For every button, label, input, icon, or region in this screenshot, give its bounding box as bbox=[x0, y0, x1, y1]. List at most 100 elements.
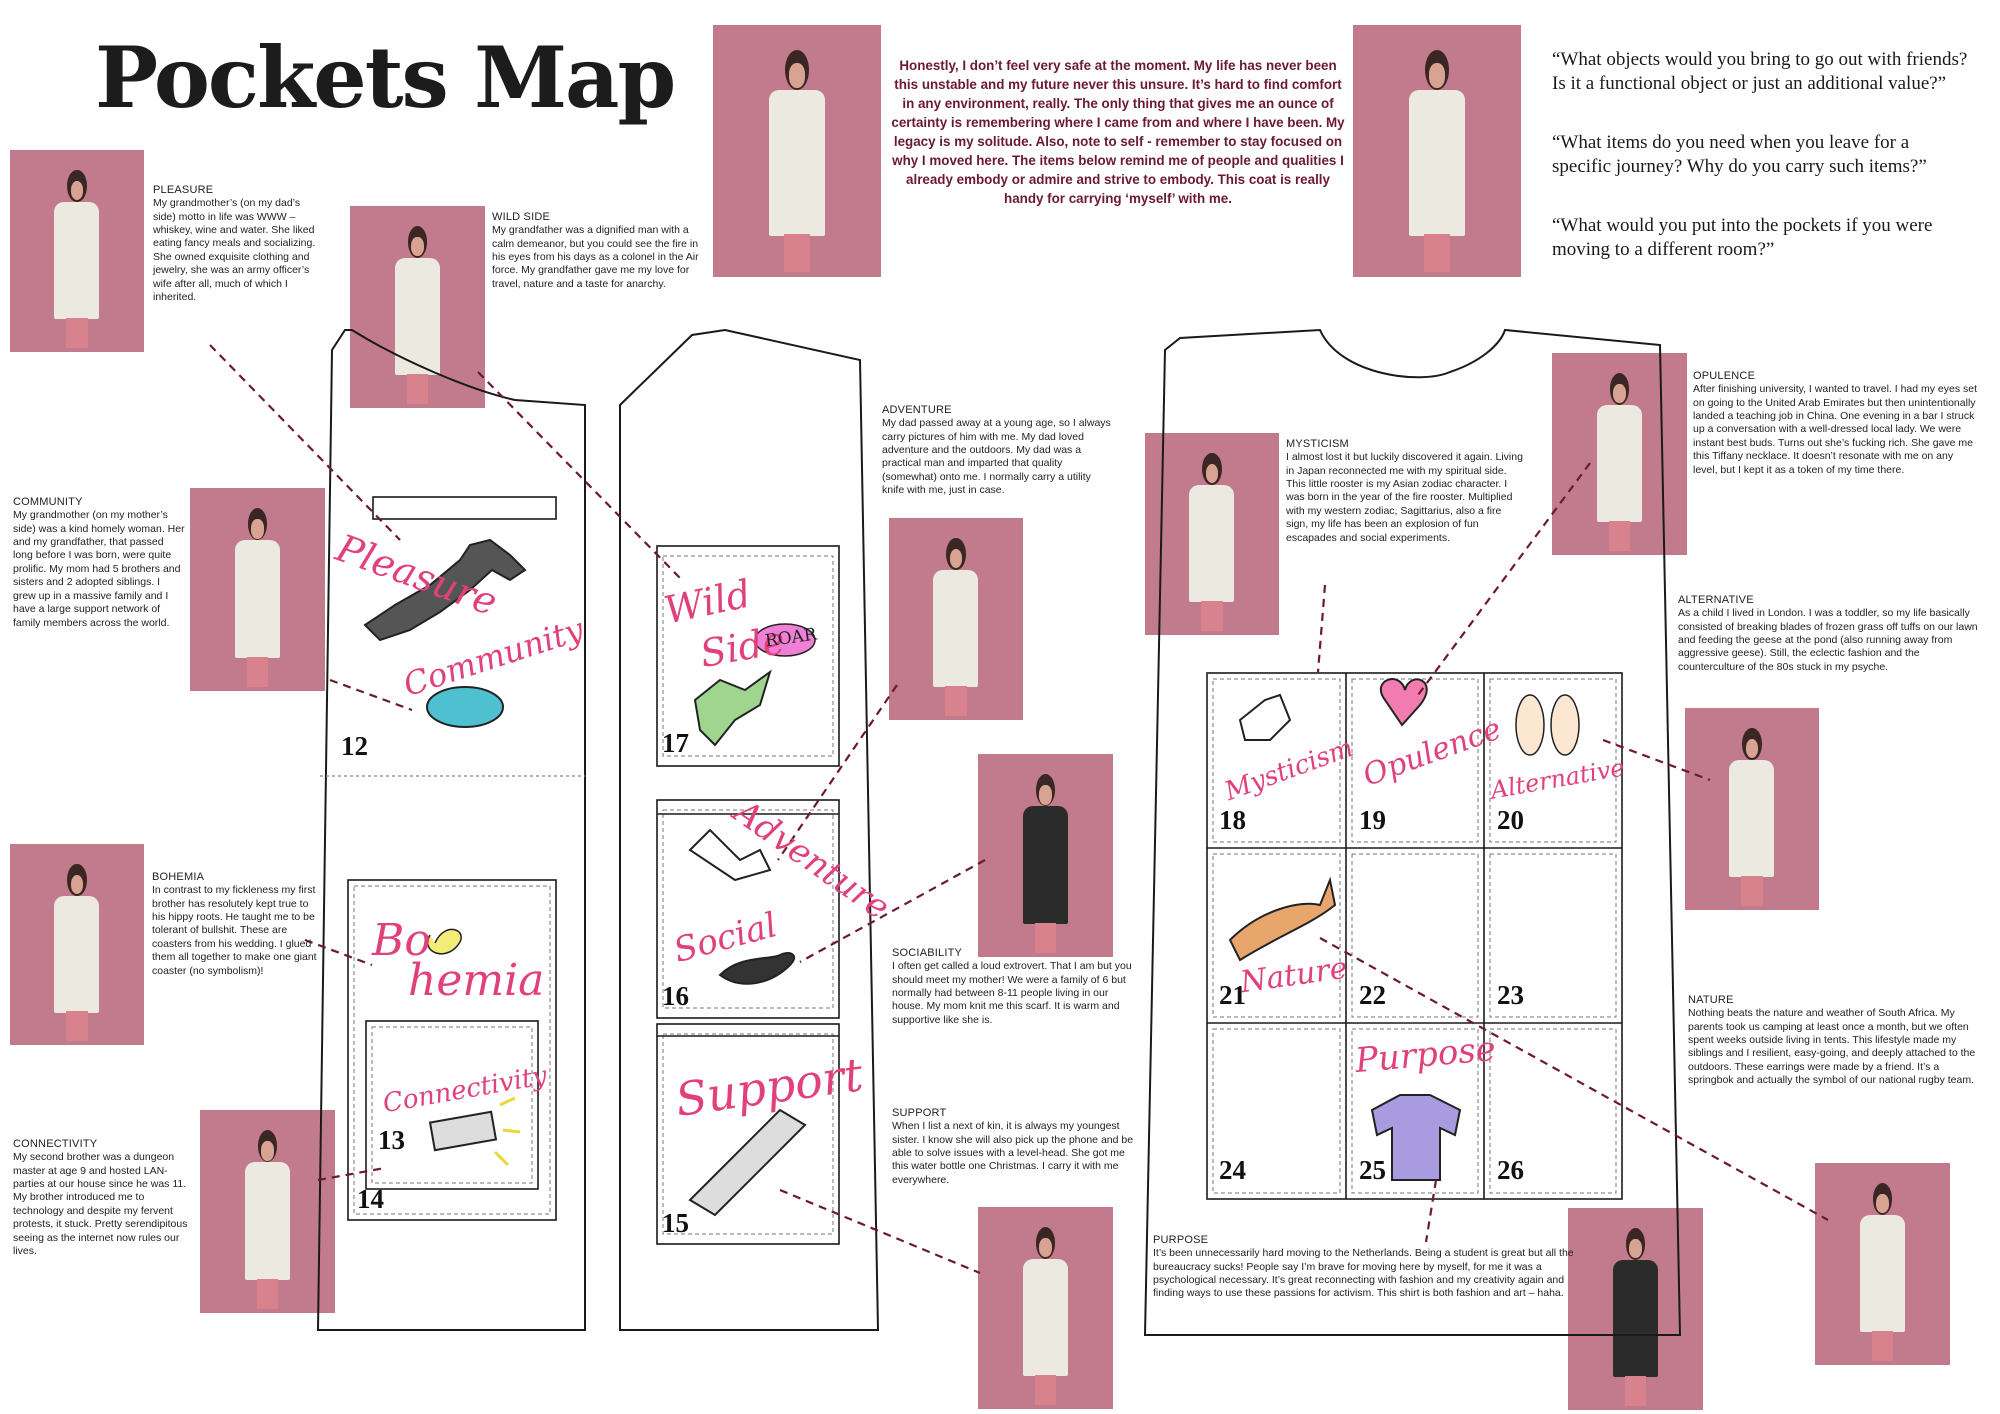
cable-drawing bbox=[428, 1110, 498, 1152]
entry-alternative: ALTERNATIVE As a child I lived in London… bbox=[1678, 593, 1978, 674]
portrait-photo-intro bbox=[713, 25, 881, 277]
pocket-number-17: 17 bbox=[662, 728, 689, 758]
photo-sociability bbox=[978, 754, 1113, 957]
pocket-13 bbox=[365, 1020, 539, 1190]
pocket-number-13: 13 bbox=[378, 1125, 405, 1155]
coat-back-outline bbox=[1143, 328, 1682, 1336]
portrait-photo-back bbox=[1353, 25, 1521, 277]
pocket-number-19: 19 bbox=[1359, 805, 1386, 835]
entry-heading: OPULENCE bbox=[1693, 370, 1756, 382]
entry-heading: ALTERNATIVE bbox=[1678, 594, 1754, 606]
pocket-number-20: 20 bbox=[1497, 805, 1524, 835]
pocket-grid bbox=[1206, 672, 1623, 1200]
pocket-number-15: 15 bbox=[662, 1208, 689, 1238]
pocket-number-14: 14 bbox=[357, 1184, 384, 1214]
pocket-16 bbox=[656, 799, 840, 1019]
photo-purpose bbox=[1568, 1208, 1703, 1410]
entry-text: My grandmother’s (on my dad’s side) mott… bbox=[153, 197, 316, 304]
photo-mysticism bbox=[1145, 433, 1279, 635]
entry-support: SUPPORT When I list a next of kin, it is… bbox=[892, 1106, 1138, 1187]
entry-text: It’s been unnecessarily hard moving to t… bbox=[1153, 1247, 1574, 1300]
entry-heading: NATURE bbox=[1688, 994, 1734, 1006]
photo-pleasure bbox=[10, 150, 144, 352]
entry-heading: SOCIABILITY bbox=[892, 947, 963, 959]
coat-front-right-outline bbox=[619, 328, 880, 1331]
coat-front-left-outline bbox=[316, 329, 586, 1331]
entry-heading: PURPOSE bbox=[1153, 1234, 1209, 1246]
pocket-flap-top bbox=[372, 496, 557, 520]
entry-sociability: SOCIABILITY I often get called a loud ex… bbox=[892, 946, 1137, 1027]
entry-heading: WILD SIDE bbox=[492, 211, 551, 223]
question-3: “What would you put into the pockets if … bbox=[1552, 215, 1933, 260]
entry-opulence: OPULENCE After finishing university, I w… bbox=[1693, 369, 1978, 477]
entry-text: I almost lost it but luckily discovered … bbox=[1286, 451, 1523, 544]
pocket-word-bohemia-2: hemia bbox=[408, 955, 545, 1006]
pocket-17 bbox=[656, 545, 840, 767]
pocket-number-22: 22 bbox=[1359, 980, 1386, 1010]
coaster-drawing-bohemia bbox=[427, 928, 462, 955]
entry-purpose: PURPOSE It’s been unnecessarily hard mov… bbox=[1153, 1233, 1593, 1301]
question-1: “What objects would you bring to go out … bbox=[1552, 49, 1968, 94]
springbok-drawing bbox=[1228, 876, 1337, 962]
connector-lines bbox=[209, 344, 1829, 1275]
entry-heading: PLEASURE bbox=[153, 184, 214, 196]
entry-text: My grandfather was a dignified man with … bbox=[492, 224, 699, 290]
entry-text: As a child I lived in London. I was a to… bbox=[1678, 607, 1978, 673]
pocket-number-12: 12 bbox=[341, 731, 368, 761]
intro-statement: Honestly, I don’t feel very safe at the … bbox=[891, 58, 1345, 207]
entry-heading: SUPPORT bbox=[892, 1107, 947, 1119]
entry-text: My dad passed away at a young age, so I … bbox=[882, 417, 1111, 497]
pocket-15 bbox=[656, 1023, 840, 1245]
entry-connectivity: CONNECTIVITY My second brother was a dun… bbox=[13, 1137, 193, 1259]
entry-text: My second brother was a dungeon master a… bbox=[13, 1151, 188, 1258]
pocket-number-24: 24 bbox=[1219, 1155, 1246, 1185]
entry-heading: BOHEMIA bbox=[152, 871, 205, 883]
photo-nature bbox=[1815, 1163, 1950, 1365]
pocket-number-25: 25 bbox=[1359, 1155, 1386, 1185]
photo-connectivity bbox=[200, 1110, 335, 1313]
pocket-number-23: 23 bbox=[1497, 980, 1524, 1010]
heart-drawing bbox=[1379, 678, 1428, 727]
pocket-number-18: 18 bbox=[1219, 805, 1246, 835]
entry-heading: CONNECTIVITY bbox=[13, 1138, 98, 1150]
entry-nature: NATURE Nothing beats the nature and weat… bbox=[1688, 993, 1978, 1088]
entry-adventure: ADVENTURE My dad passed away at a young … bbox=[882, 403, 1114, 498]
entry-mysticism: MYSTICISM I almost lost it but luckily d… bbox=[1286, 437, 1524, 545]
pocket-number-16: 16 bbox=[662, 981, 689, 1011]
page-title: Pockets Map bbox=[95, 28, 676, 127]
entry-pleasure: PLEASURE My grandmother’s (on my dad’s s… bbox=[153, 183, 323, 305]
entry-community: COMMUNITY My grandmother (on my mother’s… bbox=[13, 495, 185, 630]
photo-wild-side bbox=[350, 206, 485, 408]
entry-text: My grandmother (on my mother’s side) was… bbox=[13, 509, 185, 629]
photo-community bbox=[190, 488, 325, 691]
entry-wild-side: WILD SIDE My grandfather was a dignified… bbox=[492, 210, 702, 291]
knife-drawing bbox=[688, 828, 772, 882]
shirt-drawing bbox=[1370, 1094, 1462, 1181]
pocket-number-26: 26 bbox=[1497, 1155, 1524, 1185]
entry-heading: MYSTICISM bbox=[1286, 438, 1349, 450]
dinosaur-drawing bbox=[693, 669, 772, 747]
entry-text: When I list a next of kin, it is always … bbox=[892, 1120, 1134, 1186]
roar-bubble bbox=[754, 623, 816, 657]
entry-text: In contrast to my fickleness my first br… bbox=[152, 884, 317, 977]
photo-alternative bbox=[1685, 708, 1819, 910]
pocket-14 bbox=[347, 879, 557, 1221]
photo-adventure bbox=[889, 518, 1023, 720]
entry-text: I often get called a loud extrovert. Tha… bbox=[892, 960, 1132, 1026]
earring-drawing bbox=[1550, 694, 1580, 756]
bottle-drawing bbox=[688, 1108, 807, 1217]
pocket-word-bohemia-1: Bo bbox=[372, 915, 431, 966]
pocket-number-21: 21 bbox=[1219, 980, 1246, 1010]
photo-opulence bbox=[1552, 353, 1687, 555]
entry-text: Nothing beats the nature and weather of … bbox=[1688, 1007, 1976, 1087]
question-2: “What items do you need when you leave f… bbox=[1552, 132, 1927, 177]
photo-support bbox=[978, 1207, 1113, 1409]
entry-heading: COMMUNITY bbox=[13, 496, 83, 508]
glove-drawing bbox=[363, 538, 527, 642]
coaster-drawing-community bbox=[426, 686, 504, 728]
entry-heading: ADVENTURE bbox=[882, 404, 952, 416]
entry-bohemia: BOHEMIA In contrast to my fickleness my … bbox=[152, 870, 324, 978]
photo-bohemia bbox=[10, 844, 144, 1045]
scarf-drawing bbox=[718, 952, 796, 985]
